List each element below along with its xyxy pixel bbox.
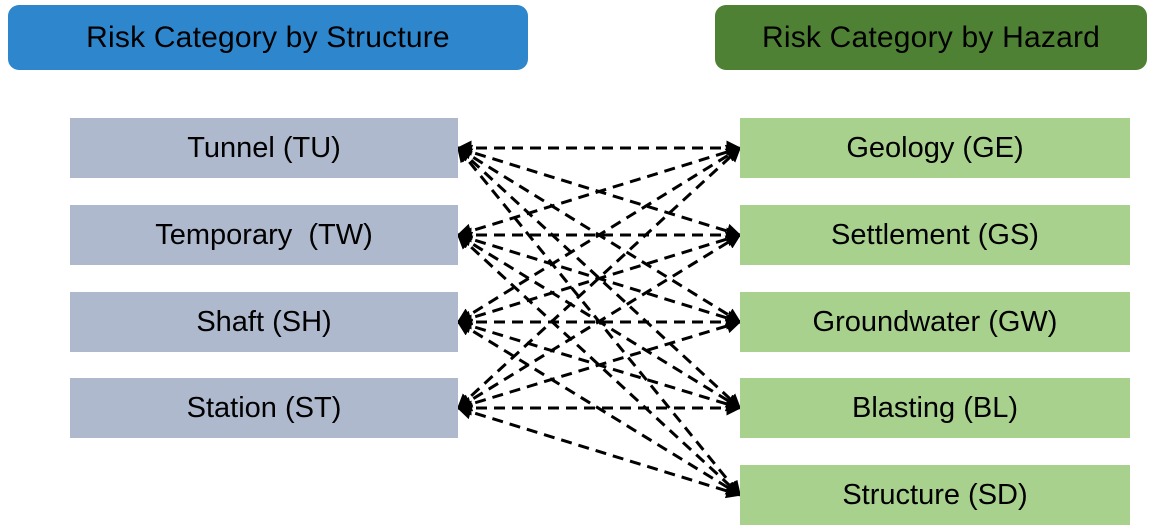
link-sh-bl xyxy=(456,318,742,412)
structure-node-st[interactable]: Station (ST) xyxy=(70,378,458,438)
link-tw-bl xyxy=(456,233,742,410)
link-tw-gw xyxy=(456,231,742,326)
structure-node-label: Temporary (TW) xyxy=(155,218,373,251)
link-sh-sd xyxy=(456,320,742,497)
header-right-label: Risk Category by Hazard xyxy=(761,20,1101,54)
hazard-node-gs[interactable]: Settlement (GS) xyxy=(740,205,1130,265)
link-tu-bl xyxy=(456,146,742,410)
header-left-label: Risk Category by Structure xyxy=(86,20,450,54)
hazard-node-label: Blasting (BL) xyxy=(851,391,1018,424)
hazard-node-ge[interactable]: Geology (GE) xyxy=(740,118,1130,178)
link-group xyxy=(456,140,742,499)
hazard-node-label: Geology (GE) xyxy=(846,131,1024,164)
hazard-node-label: Settlement (GS) xyxy=(831,218,1039,251)
structure-node-label: Shaft (SH) xyxy=(196,305,332,338)
hazard-node-label: Groundwater (GW) xyxy=(812,305,1058,338)
link-st-gs xyxy=(456,233,742,410)
link-tw-ge xyxy=(456,144,742,239)
structure-node-tw[interactable]: Temporary (TW) xyxy=(70,205,458,265)
link-sh-ge xyxy=(456,146,742,324)
link-sh-gs xyxy=(456,231,742,326)
link-tu-gw xyxy=(456,146,742,324)
hazard-node-label: Structure (SD) xyxy=(842,478,1028,511)
link-tu-gs xyxy=(456,144,742,239)
structure-node-label: Station (ST) xyxy=(186,391,342,424)
link-tw-sd xyxy=(456,233,742,497)
structure-node-sh[interactable]: Shaft (SH) xyxy=(70,292,458,352)
link-st-gw xyxy=(456,318,742,412)
link-st-ge xyxy=(456,146,742,410)
header-risk-category-by-structure: Risk Category by Structure xyxy=(8,5,528,70)
header-risk-category-by-hazard: Risk Category by Hazard xyxy=(715,5,1147,70)
hazard-node-bl[interactable]: Blasting (BL) xyxy=(740,378,1130,438)
structure-node-tu[interactable]: Tunnel (TU) xyxy=(70,118,458,178)
link-tu-sd xyxy=(456,146,742,497)
structure-node-label: Tunnel (TU) xyxy=(187,131,341,164)
hazard-node-gw[interactable]: Groundwater (GW) xyxy=(740,292,1130,352)
link-st-sd xyxy=(456,404,742,499)
hazard-node-sd[interactable]: Structure (SD) xyxy=(740,465,1130,525)
